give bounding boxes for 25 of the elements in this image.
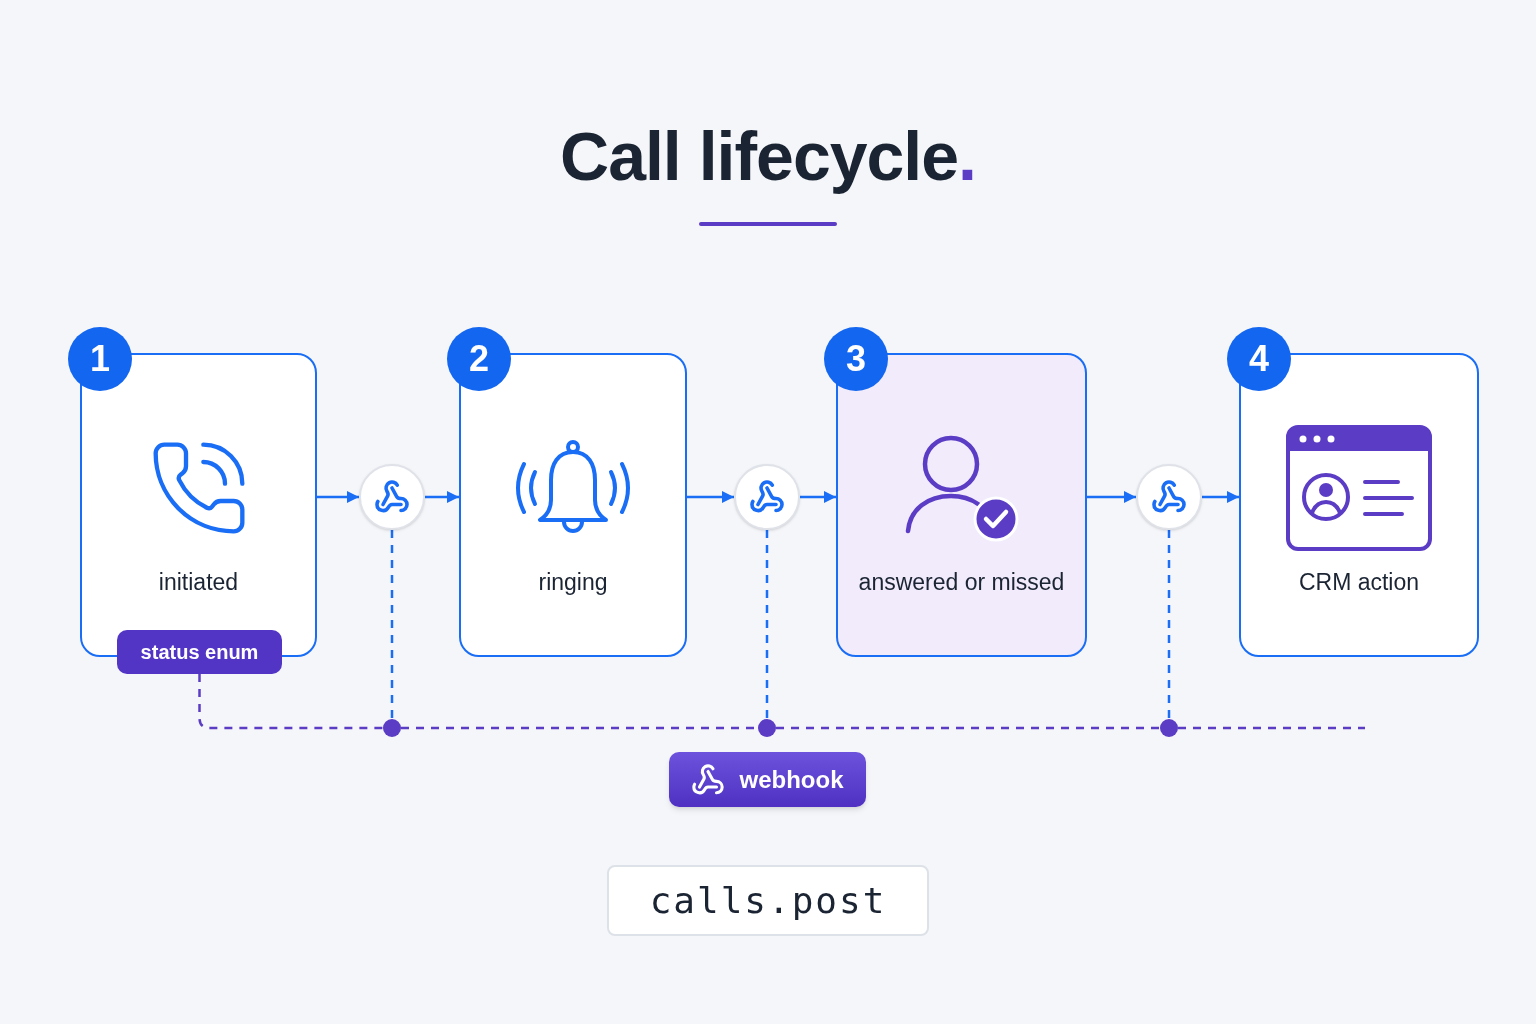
step-label: answered or missed bbox=[858, 568, 1065, 596]
title: Call lifecycle. bbox=[560, 118, 976, 194]
webhook-tag bbox=[669, 752, 866, 807]
step-label: initiated bbox=[158, 568, 239, 596]
arrow bbox=[800, 491, 836, 503]
step-label: ringing bbox=[538, 568, 608, 596]
dashed-line bbox=[390, 530, 394, 719]
step-number-badge: 3 bbox=[824, 327, 888, 391]
step-number-badge: 4 bbox=[1227, 327, 1291, 391]
arrow bbox=[687, 491, 734, 503]
status-tag: status enum bbox=[117, 630, 282, 674]
arrow bbox=[1087, 491, 1136, 503]
dashed-line bbox=[198, 674, 383, 730]
arrow bbox=[425, 491, 459, 503]
arrow bbox=[1202, 491, 1239, 503]
step-label: CRM action bbox=[1298, 568, 1420, 596]
step-number-badge: 2 bbox=[447, 327, 511, 391]
dashed-line bbox=[1178, 726, 1365, 730]
dashed-line bbox=[1167, 530, 1171, 719]
tag-label: webhook bbox=[739, 767, 844, 792]
dashed-line bbox=[776, 726, 1160, 730]
code-snippet: calls.post bbox=[607, 865, 929, 936]
arrow bbox=[317, 491, 359, 503]
dashed-line bbox=[765, 530, 769, 719]
step-number-badge: 1 bbox=[68, 327, 132, 391]
